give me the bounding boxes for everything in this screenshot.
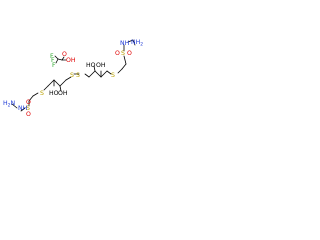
sulfonyl-sulfur-atom: S — [26, 105, 30, 112]
bond — [55, 58, 59, 64]
hydroxyl-label: OH — [58, 90, 68, 97]
bond — [106, 70, 112, 75]
amine-nh: NH — [131, 39, 141, 46]
bond — [61, 56, 65, 61]
bond — [121, 63, 127, 70]
sulfur-atom: S — [111, 72, 115, 79]
oxygen-atom: O — [115, 50, 120, 57]
bond — [11, 103, 18, 109]
bond — [127, 39, 134, 43]
bond — [59, 79, 67, 87]
bond — [132, 39, 136, 46]
bond — [59, 85, 62, 92]
bond — [53, 79, 61, 87]
oxygen-atom: O — [127, 50, 132, 57]
hydroxyl-label: HO — [86, 62, 96, 69]
bond — [43, 85, 49, 91]
bond — [20, 107, 26, 112]
amine-h: H — [3, 100, 8, 107]
fluorine-atom: F — [50, 53, 54, 60]
chemical-structure-canvas: S HO OH S O O NH NH2 S S HO OH S S O O N… — [0, 0, 152, 152]
atom-label-layer: S HO OH S O O NH NH2 S S HO OH S S O O N… — [3, 39, 143, 118]
disulfide-sulfur-atom: S — [70, 72, 74, 79]
amine-subscript: 2 — [140, 42, 143, 48]
bond — [94, 70, 102, 78]
bond — [32, 92, 39, 97]
fluorine-atom: F — [52, 62, 56, 69]
bond — [100, 70, 108, 78]
bond — [57, 58, 63, 61]
nh-label: NH — [18, 105, 28, 112]
disulfide-sulfur-atom: S — [76, 72, 80, 79]
bond — [54, 55, 59, 60]
oxygen-atom: O — [26, 99, 31, 106]
bond — [123, 55, 127, 65]
amine-n: N — [11, 100, 16, 107]
bond-layer — [11, 39, 136, 112]
amine-subscript: 2 — [8, 103, 11, 109]
bond — [65, 76, 72, 81]
bond — [47, 79, 55, 87]
sulfonyl-sulfur-atom: S — [121, 50, 125, 57]
bond — [28, 95, 34, 102]
fluorine-atom: F — [51, 57, 55, 64]
amine-label: H2N — [3, 100, 16, 109]
hydroxyl-label: OH — [66, 57, 76, 64]
bond — [88, 70, 96, 78]
bond — [84, 73, 90, 78]
bond — [93, 65, 96, 72]
oxygen-atom: O — [26, 111, 31, 118]
hydroxyl-label: HO — [49, 90, 59, 97]
bond — [117, 68, 123, 74]
nh-label: NH — [120, 40, 130, 47]
oxygen-atom: O — [62, 51, 67, 58]
hydroxyl-label: OH — [96, 62, 106, 69]
molecule-diagram: S HO OH S O O NH NH2 S S HO OH S S O O N… — [3, 39, 143, 118]
sulfur-atom: S — [40, 90, 44, 97]
amine-label: NH2 — [131, 39, 143, 48]
